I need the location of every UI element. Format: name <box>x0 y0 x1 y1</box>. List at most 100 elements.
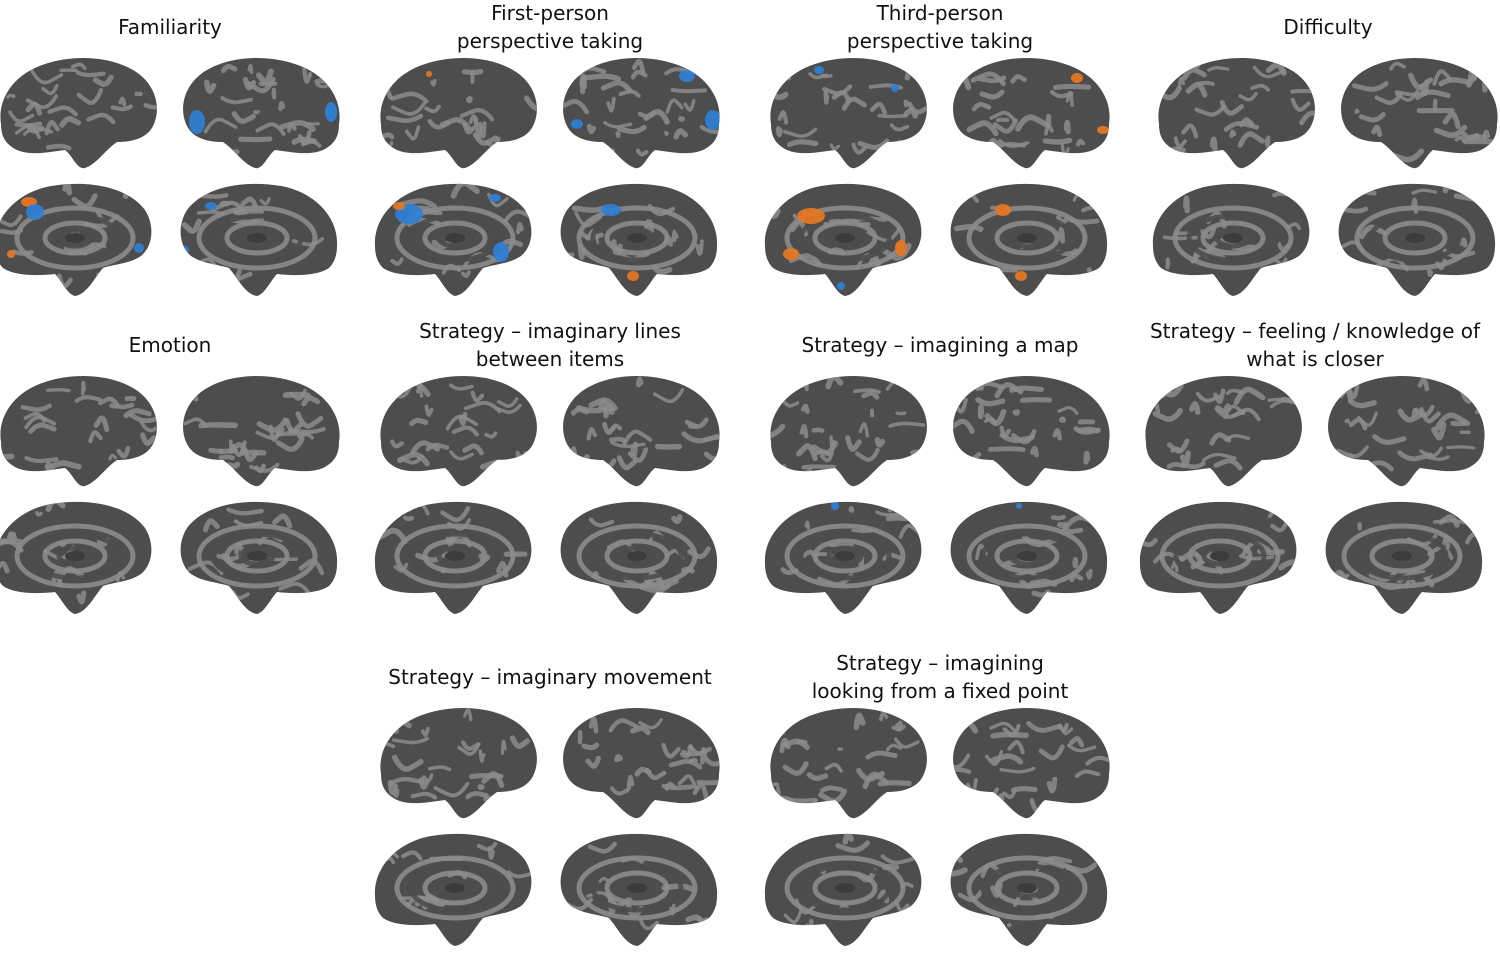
sulcus-pattern <box>616 455 638 471</box>
sulcus-pattern <box>1475 407 1485 415</box>
sulcus-pattern <box>1086 193 1104 202</box>
sulcus-pattern <box>692 782 709 800</box>
lateral-hemisphere-view <box>1341 58 1498 169</box>
sulcus-pattern <box>515 450 522 462</box>
sulcus-pattern <box>770 719 785 736</box>
medial-ring <box>238 545 276 567</box>
sulcus-pattern <box>1344 418 1351 424</box>
sulcus-pattern <box>806 772 829 782</box>
sulcus-pattern <box>255 122 286 136</box>
activation-blob <box>814 66 824 74</box>
panel-title: Difficulty <box>1283 15 1373 39</box>
sulcus-pattern <box>1446 445 1476 450</box>
sulcus-pattern <box>996 141 1027 149</box>
lateral-hemisphere-view <box>183 58 340 169</box>
sulcus-pattern <box>1442 183 1453 194</box>
sulcus-pattern <box>1162 235 1198 241</box>
medial-hemisphere-view <box>764 183 922 296</box>
sulcus-pattern <box>999 766 1036 774</box>
sulcus-pattern <box>279 119 316 132</box>
sulcus-pattern <box>478 749 486 763</box>
sulcus-pattern <box>231 111 256 124</box>
sulcus-pattern <box>1057 226 1066 244</box>
sulcus-pattern <box>298 558 325 576</box>
sulcus-pattern <box>879 711 889 722</box>
cortex-surface <box>770 58 927 169</box>
sulcus-pattern <box>88 430 103 444</box>
medial-ring <box>394 855 516 921</box>
sulcus-pattern <box>695 239 704 256</box>
panel-title: Familiarity <box>118 15 222 39</box>
sulcus-pattern <box>181 218 202 234</box>
sulcus-pattern <box>47 105 78 117</box>
medial-ring <box>14 205 136 271</box>
sulcus-pattern <box>46 460 82 472</box>
sulcus-pattern <box>183 417 208 428</box>
sulcus-pattern <box>887 501 895 513</box>
sulcus-pattern <box>1372 434 1407 446</box>
sulcus-pattern <box>796 443 818 462</box>
sulcus-pattern <box>1267 501 1288 515</box>
sulcus-pattern <box>221 63 238 74</box>
panel-strategy-fixed-point: Strategy – imagining looking from a fixe… <box>755 650 1125 950</box>
sulcus-pattern <box>76 87 104 105</box>
panel-strategy-movement: Strategy – imaginary movement <box>365 650 735 950</box>
sulcus-pattern <box>1215 403 1231 414</box>
medial-ring <box>196 523 318 589</box>
sulcus-pattern <box>44 119 60 136</box>
sulcus-pattern <box>391 754 424 772</box>
sulcus-pattern <box>782 399 800 408</box>
sulcus-pattern <box>979 791 987 799</box>
sulcus-pattern <box>970 144 979 151</box>
sulcus-pattern <box>971 101 992 112</box>
sulcus-pattern <box>1170 560 1179 573</box>
sulcus-pattern <box>1438 514 1460 528</box>
activation-blob <box>205 202 217 210</box>
sulcus-pattern <box>380 389 402 395</box>
sulcus-pattern <box>381 132 395 140</box>
medial-hemisphere-view <box>560 501 718 614</box>
sulcus-pattern <box>819 451 834 463</box>
activation-blob <box>995 204 1011 216</box>
sulcus-pattern <box>484 431 498 439</box>
panel-title: First-person perspective taking <box>456 1 644 53</box>
sulcus-pattern <box>220 96 253 105</box>
sulcus-pattern <box>671 229 679 243</box>
sulcus-pattern <box>509 735 530 749</box>
sulcus-pattern <box>614 754 623 763</box>
sulcus-pattern <box>14 123 41 140</box>
sulcus-pattern <box>200 193 229 199</box>
sulcus-pattern <box>196 210 224 216</box>
sulcus-pattern <box>409 417 429 427</box>
sulcus-pattern <box>1209 136 1218 152</box>
sulcus-pattern <box>885 515 910 522</box>
sulcus-pattern <box>818 788 848 804</box>
lateral-hemisphere-view <box>953 58 1110 169</box>
sulcus-pattern <box>799 423 809 439</box>
sulcus-pattern <box>253 109 260 115</box>
activation-blob <box>489 194 501 202</box>
sulcus-pattern <box>801 464 837 470</box>
sulcus-pattern <box>218 454 235 461</box>
medial-ring <box>1355 531 1449 581</box>
medial-ring <box>994 538 1060 574</box>
sulcus-pattern <box>608 436 627 443</box>
medial-ring <box>1173 531 1267 581</box>
sulcus-pattern <box>226 461 241 469</box>
sulcus-pattern <box>449 450 474 461</box>
medial-ring <box>436 227 474 249</box>
sulcus-pattern <box>1085 755 1110 766</box>
medial-hemisphere-view <box>180 183 338 296</box>
sulcus-pattern <box>911 58 927 69</box>
sulcus-pattern <box>563 99 590 115</box>
sulcus-pattern <box>1238 554 1275 561</box>
sulcus-pattern <box>1264 135 1271 149</box>
sulcus-pattern <box>70 62 87 70</box>
sulcus-pattern <box>615 131 621 139</box>
sulcus-pattern <box>41 84 59 96</box>
sulcus-pattern <box>705 917 717 926</box>
sulcus-pattern <box>603 121 633 129</box>
sulcus-pattern <box>86 112 116 125</box>
sulcus-pattern <box>1173 136 1187 149</box>
sulcus-pattern <box>28 422 57 434</box>
